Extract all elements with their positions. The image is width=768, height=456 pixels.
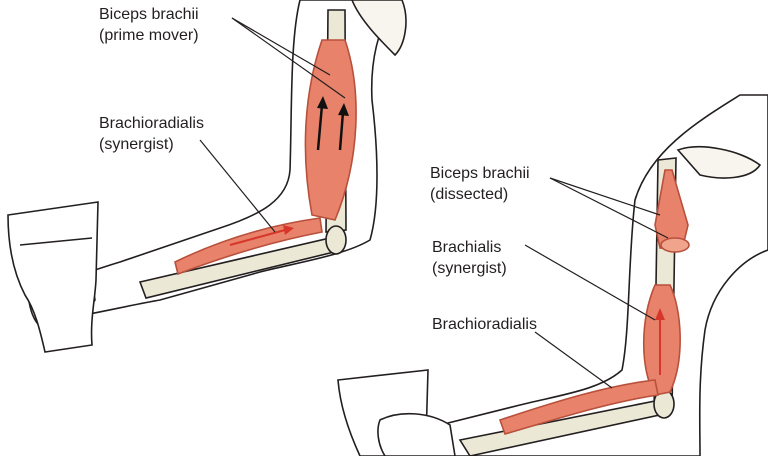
label-role: (synergist) <box>99 136 174 153</box>
right-biceps-dissected <box>654 169 689 251</box>
left-glass-liquid-line <box>19 237 93 246</box>
right-brachioradialis-muscle <box>498 379 659 435</box>
label-role: (prime mover) <box>99 27 199 44</box>
right-brachialis-arrowhead <box>655 308 665 320</box>
left-biceps-arrowhead-2 <box>338 103 349 116</box>
label-brachioradialis-synergist: Brachioradialis (synergist) <box>99 113 204 155</box>
right-brachialis-muscle <box>643 284 681 396</box>
left-biceps-arrow-2 <box>338 111 345 151</box>
label-role: (dissected) <box>430 186 509 203</box>
label-name: Brachioradialis <box>432 316 537 333</box>
label-name: Biceps brachii <box>99 6 199 23</box>
right-leader-lines <box>524 177 669 389</box>
label-name: Brachialis <box>432 239 502 256</box>
right-hand <box>377 412 456 456</box>
left-leader-lines <box>199 17 346 233</box>
label-biceps-prime-mover: Biceps brachii (prime mover) <box>99 4 199 46</box>
label-brachioradialis: Brachioradialis <box>432 314 537 335</box>
label-biceps-dissected: Biceps brachii (dissected) <box>430 163 530 205</box>
left-arm-skin-outline <box>54 0 396 321</box>
left-biceps-muscle <box>304 39 357 221</box>
left-elbow <box>325 225 347 255</box>
left-brachioradialis-arrowhead <box>283 225 294 235</box>
right-arrows <box>655 308 665 375</box>
left-shoulder <box>351 0 407 57</box>
left-biceps-arrow-1 <box>316 104 324 151</box>
left-biceps-arrowhead-1 <box>317 96 328 109</box>
right-shoulder <box>676 146 762 179</box>
label-brachialis-synergist: Brachialis (synergist) <box>432 237 507 279</box>
left-glass <box>7 201 99 353</box>
left-arrows <box>229 96 349 246</box>
right-biceps-cut <box>660 237 690 253</box>
right-arm-skin-outline <box>418 94 768 456</box>
label-name: Brachioradialis <box>99 115 204 132</box>
right-arm <box>337 94 768 456</box>
left-brachioradialis-arrow <box>229 229 286 246</box>
label-role: (synergist) <box>432 260 507 277</box>
left-arm <box>7 0 407 353</box>
label-name: Biceps brachii <box>430 165 530 182</box>
